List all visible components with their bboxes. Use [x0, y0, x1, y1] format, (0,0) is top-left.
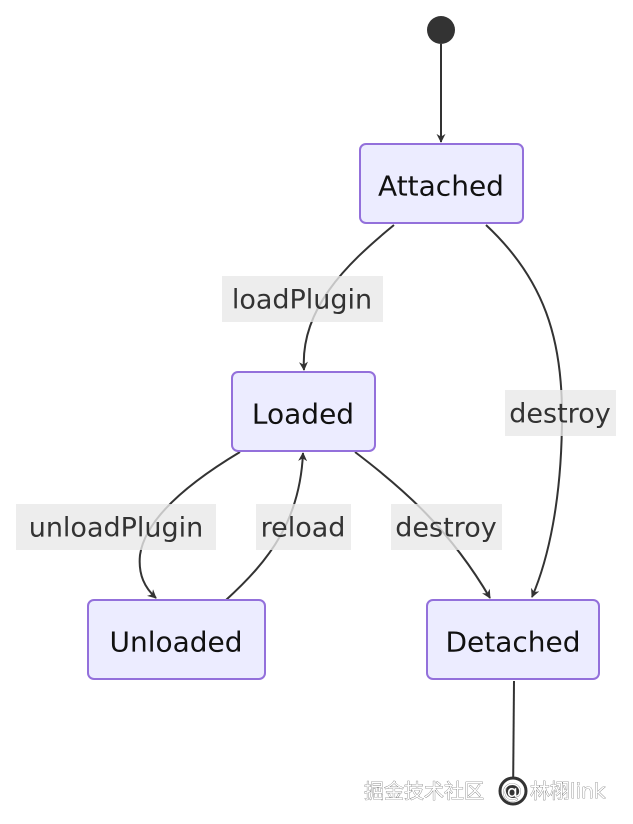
- svg-text:Detached: Detached: [445, 626, 580, 659]
- label-destroy-from-loaded: destroy: [391, 504, 502, 550]
- label-destroy-from-attached: destroy: [505, 390, 616, 436]
- label-unload-plugin: unloadPlugin: [16, 504, 216, 550]
- start-node: [427, 16, 455, 44]
- svg-text:Attached: Attached: [378, 170, 504, 203]
- svg-text:destroy: destroy: [509, 399, 610, 430]
- svg-text:Loaded: Loaded: [252, 398, 354, 431]
- svg-text:reload: reload: [261, 513, 346, 544]
- svg-text:Unloaded: Unloaded: [109, 626, 242, 659]
- watermark-at-sign: @: [502, 779, 522, 803]
- svg-text:destroy: destroy: [395, 513, 496, 544]
- state-loaded: Loaded: [231, 371, 376, 452]
- end-node: [498, 776, 528, 806]
- svg-text:loadPlugin: loadPlugin: [232, 285, 372, 316]
- watermark-right-text: 林栩link: [530, 779, 606, 803]
- state-attached: Attached: [359, 143, 524, 224]
- state-unloaded: Unloaded: [87, 599, 266, 680]
- state-detached: Detached: [426, 599, 600, 680]
- label-reload: reload: [256, 504, 351, 550]
- watermark-left-text: 掘金技术社区: [364, 779, 484, 803]
- label-load-plugin: loadPlugin: [222, 276, 383, 322]
- svg-text:unloadPlugin: unloadPlugin: [29, 513, 204, 544]
- watermark: 掘金技术社区 @ 林栩link: [364, 779, 606, 804]
